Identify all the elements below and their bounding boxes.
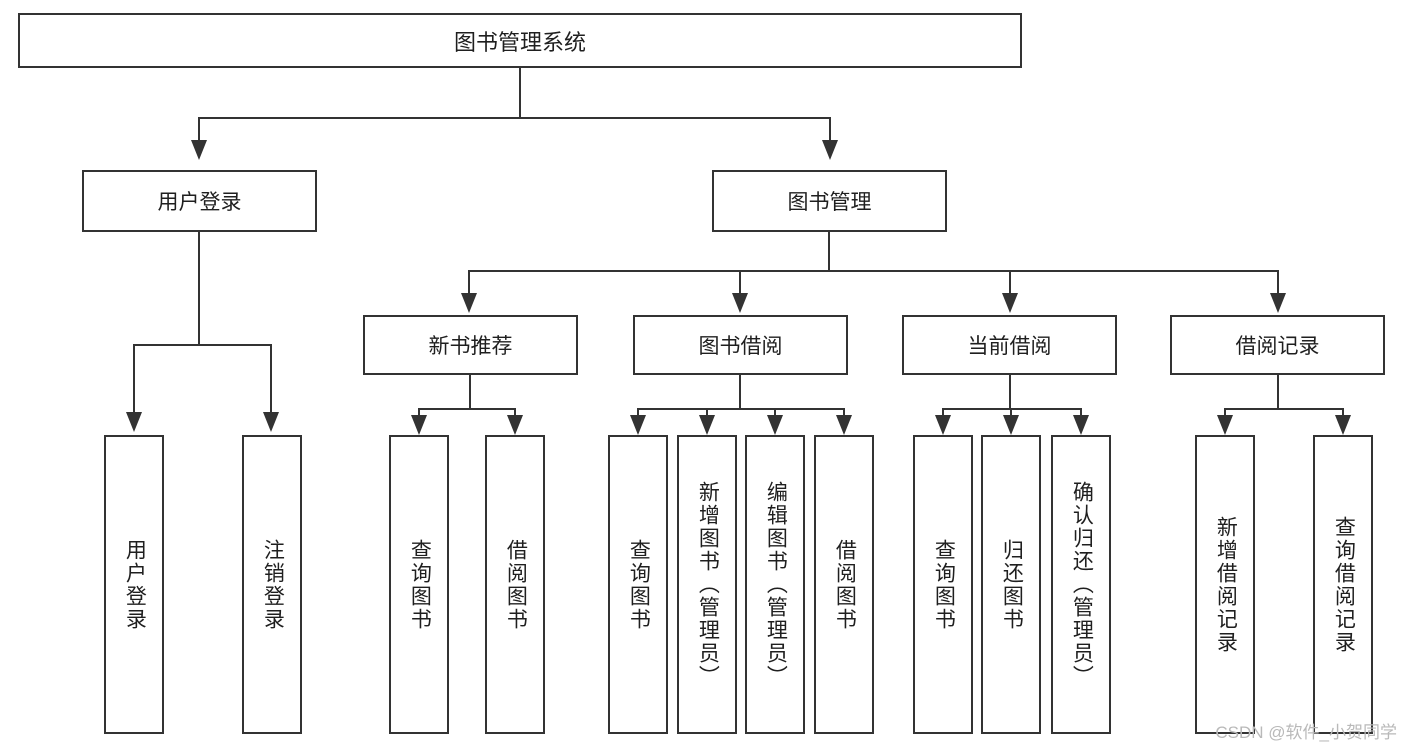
node-borrow-record[interactable]: 借阅记录: [1170, 315, 1385, 375]
leaf-label: 用户登录: [123, 538, 147, 631]
leaf-label: 查询图书: [408, 538, 432, 631]
connector-record-stem: [1277, 375, 1279, 409]
arrow-newbook-to-leaf1: [411, 415, 427, 435]
node-book-borrow[interactable]: 图书借阅: [633, 315, 848, 375]
arrow-bookmgmt-to-current: [1002, 293, 1018, 313]
node-new-book-recommend[interactable]: 新书推荐: [363, 315, 578, 375]
arrow-login-to-leaf1: [126, 412, 142, 432]
leaf-borrow-record-1[interactable]: 新增借阅记录: [1195, 435, 1255, 734]
connector-newbook-stem: [469, 375, 471, 409]
leaf-label: 新增借阅记录: [1214, 515, 1238, 654]
arrow-borrow-to-leaf3: [767, 415, 783, 435]
arrow-borrow-to-leaf4: [836, 415, 852, 435]
connector-bookmgmt-to-record: [1277, 270, 1279, 295]
connector-newbook-bar: [418, 408, 515, 410]
node-root-system[interactable]: 图书管理系统: [18, 13, 1022, 68]
leaf-label: 归还图书: [1000, 538, 1024, 631]
arrow-borrow-to-leaf1: [630, 415, 646, 435]
connector-borrow-bar: [637, 408, 845, 410]
arrow-borrow-to-leaf2: [699, 415, 715, 435]
connector-bookmgmt-bar: [468, 270, 1279, 272]
node-label: 用户登录: [157, 191, 242, 214]
node-book-management[interactable]: 图书管理: [712, 170, 947, 232]
arrow-current-to-leaf3: [1073, 415, 1089, 435]
node-label: 借阅记录: [1235, 335, 1320, 358]
arrow-bookmgmt-to-record: [1270, 293, 1286, 313]
connector-current-stem: [1009, 375, 1011, 409]
node-label: 当前借阅: [967, 335, 1052, 358]
connector-bookmgmt-stem: [828, 232, 830, 271]
connector-root-to-login: [198, 117, 200, 142]
connector-login-stem: [198, 232, 200, 345]
leaf-current-borrow-1[interactable]: 查询图书: [913, 435, 973, 734]
arrow-bookmgmt-to-borrow: [732, 293, 748, 313]
connector-bookmgmt-to-current: [1009, 270, 1011, 295]
leaf-label: 新增图书（管理员）: [696, 481, 720, 688]
node-user-login[interactable]: 用户登录: [82, 170, 317, 232]
connector-login-to-leaf2: [270, 344, 272, 414]
arrow-current-to-leaf1: [935, 415, 951, 435]
leaf-current-borrow-2[interactable]: 归还图书: [981, 435, 1041, 734]
connector-bookmgmt-to-newbook: [468, 270, 470, 295]
node-label: 新书推荐: [428, 335, 513, 358]
node-label: 图书管理: [787, 191, 872, 214]
leaf-current-borrow-3[interactable]: 确认归还（管理员）: [1051, 435, 1111, 734]
connector-borrow-stem: [739, 375, 741, 409]
leaf-user-login-2[interactable]: 注销登录: [242, 435, 302, 734]
leaf-book-borrow-2[interactable]: 新增图书（管理员）: [677, 435, 737, 734]
connector-record-bar: [1224, 408, 1343, 410]
leaf-user-login-1[interactable]: 用户登录: [104, 435, 164, 734]
node-label: 图书借阅: [698, 335, 783, 358]
leaf-label: 查询图书: [627, 538, 651, 631]
leaf-label: 编辑图书（管理员）: [764, 481, 788, 688]
arrow-bookmgmt-to-newbook: [461, 293, 477, 313]
watermark-text: CSDN @软件_小贺同学: [1215, 723, 1397, 742]
leaf-label: 确认归还（管理员）: [1070, 481, 1094, 688]
arrow-current-to-leaf2: [1003, 415, 1019, 435]
connector-root-stem: [519, 68, 521, 118]
arrow-record-to-leaf2: [1335, 415, 1351, 435]
arrow-root-to-login: [191, 140, 207, 160]
connector-root-bar: [198, 117, 831, 119]
arrow-record-to-leaf1: [1217, 415, 1233, 435]
leaf-label: 注销登录: [261, 538, 285, 631]
connector-bookmgmt-to-borrow: [739, 270, 741, 295]
leaf-label: 查询图书: [932, 538, 956, 631]
connector-current-bar: [942, 408, 1082, 410]
leaf-book-borrow-1[interactable]: 查询图书: [608, 435, 668, 734]
arrow-newbook-to-leaf2: [507, 415, 523, 435]
connector-login-to-leaf1: [133, 344, 135, 414]
arrow-login-to-leaf2: [263, 412, 279, 432]
node-current-borrow[interactable]: 当前借阅: [902, 315, 1117, 375]
leaf-label: 借阅图书: [504, 538, 528, 631]
leaf-new-book-2[interactable]: 借阅图书: [485, 435, 545, 734]
connector-login-bar: [133, 344, 271, 346]
node-label: 图书管理系统: [453, 29, 586, 55]
leaf-label: 借阅图书: [833, 538, 857, 631]
leaf-book-borrow-3[interactable]: 编辑图书（管理员）: [745, 435, 805, 734]
leaf-new-book-1[interactable]: 查询图书: [389, 435, 449, 734]
leaf-book-borrow-4[interactable]: 借阅图书: [814, 435, 874, 734]
connector-root-to-bookmgmt: [829, 117, 831, 142]
arrow-root-to-bookmgmt: [822, 140, 838, 160]
leaf-label: 查询借阅记录: [1332, 515, 1356, 654]
leaf-borrow-record-2[interactable]: 查询借阅记录: [1313, 435, 1373, 734]
